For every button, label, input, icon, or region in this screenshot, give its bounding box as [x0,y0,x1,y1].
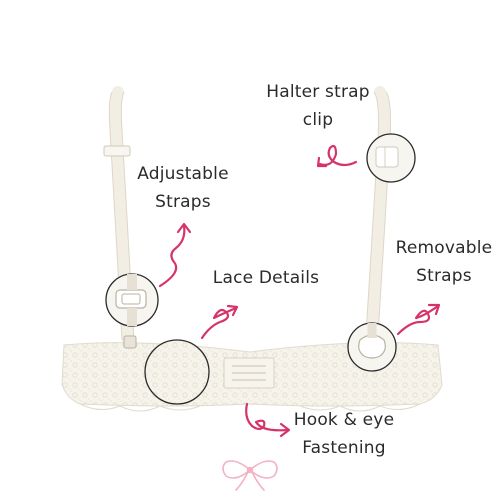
label-halter-line1: Halter strap [266,82,370,102]
label-hook-line1: Hook & eye [293,410,395,430]
callout-halter-clip [366,133,416,183]
label-lace-details: Lace Details [204,264,328,292]
callout-adjustable-straps [105,273,159,327]
arrow-adjustable [158,222,192,288]
label-adjustable-line1: Adjustable [137,164,229,184]
callout-removable-straps [347,322,397,372]
arrow-removable [396,303,441,336]
label-removable-line2: Straps [416,266,472,286]
label-adjustable-line2: Straps [155,192,211,212]
left-strap [103,86,135,346]
callout-lace-details [144,339,210,405]
arrow-hook [245,402,291,438]
bow-icon [222,460,278,491]
label-hook-line2: Fastening [302,438,386,458]
arrow-lace [200,304,239,340]
label-lace-line1: Lace Details [212,268,320,288]
label-removable-line1: Removable [395,238,493,258]
label-halter-line2: clip [302,110,334,130]
label-halter-strap-clip: Halter strap clip [248,78,388,134]
label-hook-eye-fastening: Hook & eye Fastening [284,406,404,462]
label-adjustable-straps: Adjustable Straps [118,160,248,216]
label-removable-straps: Removable Straps [388,234,500,290]
arrow-halter [316,144,358,168]
